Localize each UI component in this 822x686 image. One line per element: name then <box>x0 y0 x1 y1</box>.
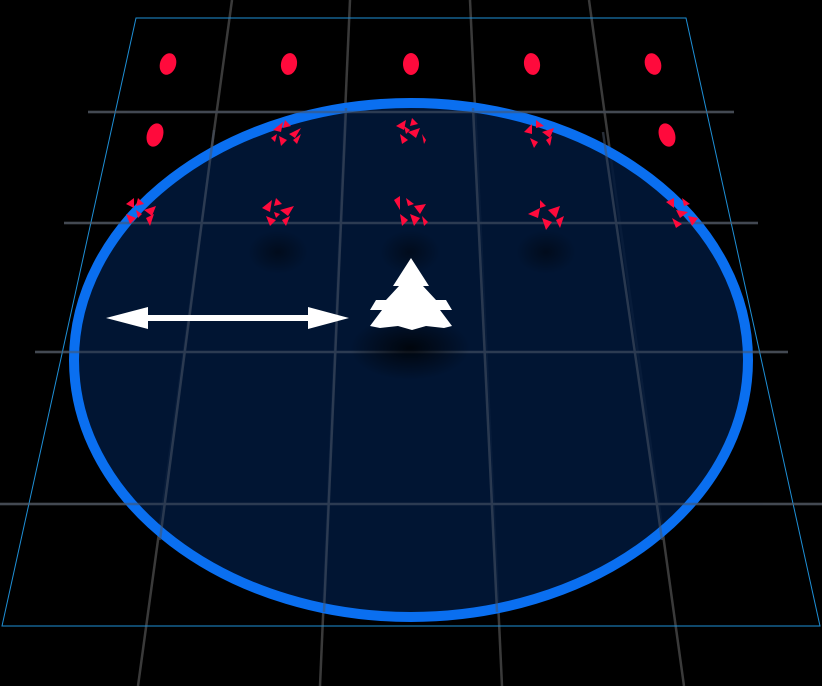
enemy-intact <box>280 53 298 75</box>
enemy-shattered <box>126 198 156 226</box>
enemy-shattered <box>666 198 698 228</box>
grid-line <box>471 107 499 613</box>
grid-line <box>601 131 664 541</box>
arrow-right-head <box>308 307 349 329</box>
enemy-row-3 <box>126 196 698 230</box>
enemy-intact <box>523 53 541 75</box>
enemy-row-2 <box>146 118 676 148</box>
enemy-intact <box>658 123 676 147</box>
enemy-shattered <box>271 120 301 146</box>
shadow <box>248 230 308 274</box>
enemy-shattered <box>524 120 554 148</box>
board-outline <box>1 17 821 627</box>
arrow-shaft <box>146 315 312 321</box>
enemy-shattered <box>394 196 428 226</box>
arrow-left-head <box>106 307 148 329</box>
grid-line <box>322 107 348 613</box>
player-shadow <box>350 316 470 380</box>
enemy-intact <box>644 53 662 75</box>
enemy-shattered <box>262 198 294 226</box>
double-arrow-icon <box>106 307 349 329</box>
enemy-intact <box>403 53 419 75</box>
enemy-intact <box>159 53 177 75</box>
enemy-shadows <box>248 230 576 274</box>
enemy-shattered <box>528 200 564 230</box>
grid-line <box>158 129 216 541</box>
shadow <box>516 230 576 274</box>
enemy-shattered <box>396 118 426 144</box>
shadow <box>380 230 440 274</box>
enemy-row-1 <box>159 53 662 75</box>
enemy-intact <box>146 123 164 147</box>
player-ship-icon <box>370 258 452 330</box>
